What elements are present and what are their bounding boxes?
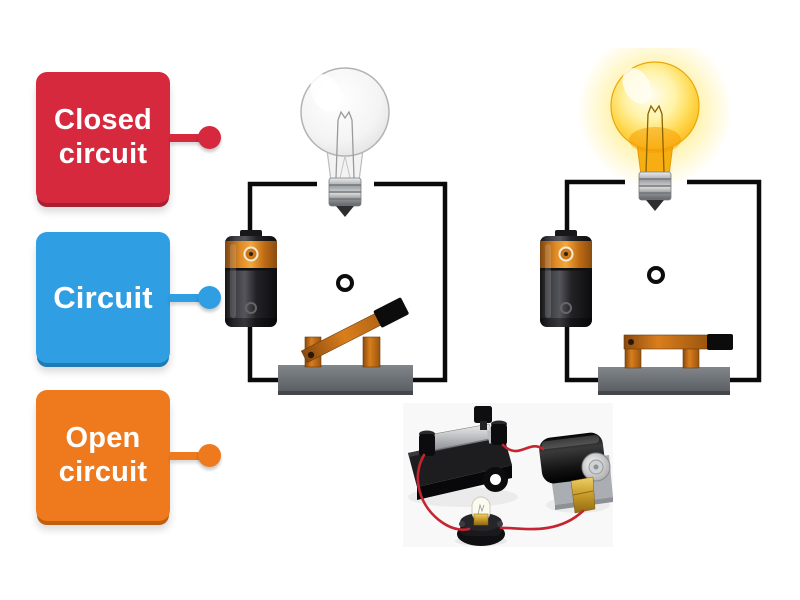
diagram-open-switch-circuit <box>222 60 457 400</box>
answer-target-closed-switch-diagram[interactable] <box>647 266 665 284</box>
label-chip-closed-circuit[interactable]: Closed circuit <box>36 72 221 203</box>
label-chip-open-circuit[interactable]: Open circuit <box>36 390 221 521</box>
answer-target-real-circuit-photo[interactable] <box>483 467 508 492</box>
label-chip-circuit[interactable]: Circuit <box>36 232 221 363</box>
battery-icon <box>225 230 277 327</box>
label-chip-text: Circuit <box>53 279 153 315</box>
label-chip-text: Closed circuit <box>54 103 152 170</box>
bulb-on-icon <box>610 61 700 211</box>
switch-closed-icon <box>598 334 733 395</box>
switch-open-icon <box>278 297 413 395</box>
chip-connector-stub <box>170 451 201 460</box>
real-circuit-photo-illustration <box>403 403 613 547</box>
wire-loop <box>564 179 762 383</box>
chip-connector-dot <box>198 286 221 309</box>
chip-connector-stub <box>170 133 201 142</box>
label-chip-text: Open circuit <box>58 421 148 488</box>
answer-target-open-switch-diagram[interactable] <box>336 274 354 292</box>
photo-battery-holder <box>539 432 613 514</box>
photo-wires <box>416 443 585 531</box>
bulb-off-icon <box>300 67 390 217</box>
battery-icon <box>540 230 592 327</box>
closed-circuit-illustration <box>540 32 762 395</box>
chip-connector-dot <box>198 126 221 149</box>
open-circuit-illustration <box>225 67 448 395</box>
photo-real-circuit <box>403 403 613 547</box>
chip-connector-stub <box>170 293 201 302</box>
chip-connector-dot <box>198 444 221 467</box>
diagram-closed-switch-circuit <box>540 32 775 403</box>
